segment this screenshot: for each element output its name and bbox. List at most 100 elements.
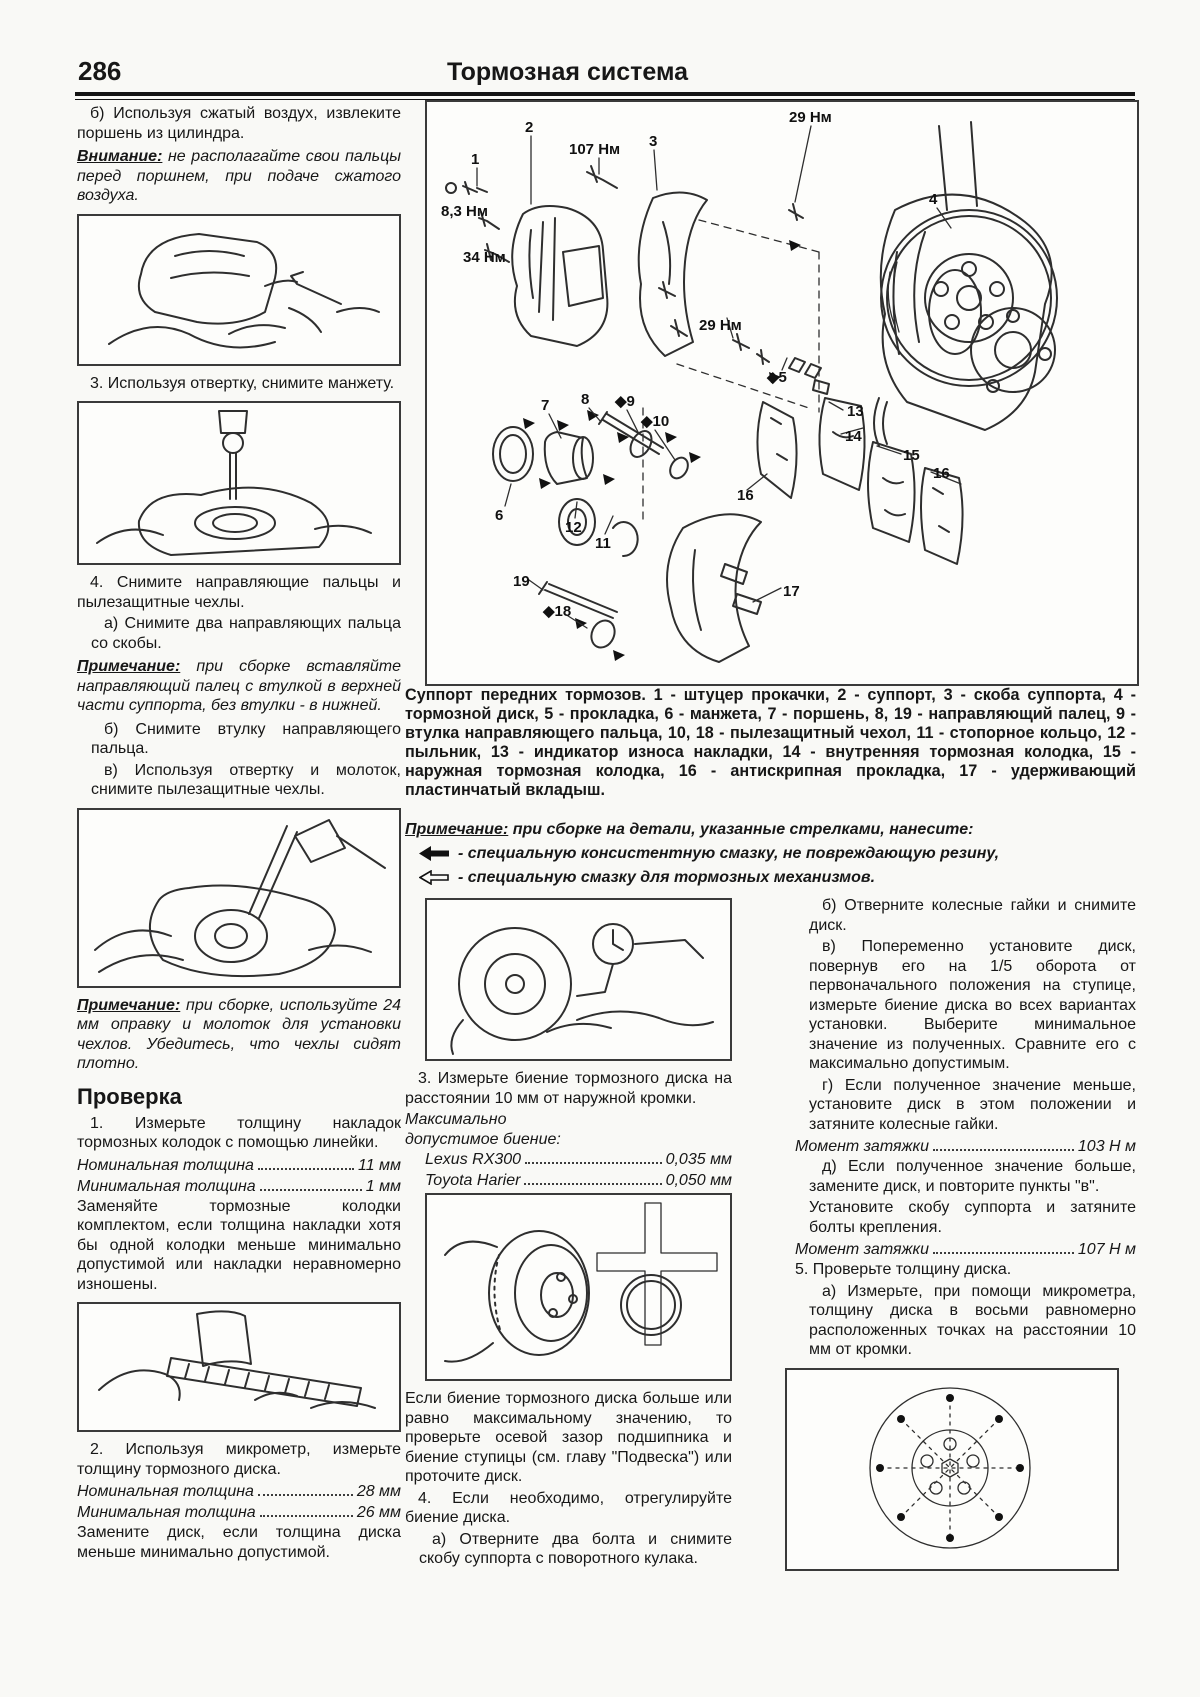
spec-label: Минимальная толщина (77, 1177, 256, 1195)
spec-label: Минимальная толщина (77, 1504, 256, 1521)
figure-pad-ruler (77, 1302, 401, 1432)
spec-label: Момент затяжки (795, 1138, 929, 1155)
note-text: при сборке, используйте 24 мм оправку и … (77, 996, 401, 1073)
torque-label: 29 Нм (789, 109, 832, 126)
spec-label: Toyota Harier (425, 1172, 521, 1189)
step-4c: в) Используя отвертку и молоток, снимите… (91, 761, 401, 799)
part-label: 11 (595, 535, 611, 552)
step-rb: б) Отверните колесные гайки и снимите ди… (809, 897, 1136, 934)
spec-disc-minimal: Минимальная толщина 26 мм (77, 1502, 401, 1523)
note-text: при сборке вставляйте направляющий палец… (77, 658, 401, 714)
torque-label: 8,3 Нм (441, 203, 488, 220)
spec-value: 26 мм (356, 1504, 401, 1521)
part-label: 4 (929, 191, 938, 208)
measure-dots (876, 1393, 1024, 1542)
step-rv: в) Попеременно установите диск, повернув… (809, 938, 1136, 1072)
note-label: Примечание: (405, 821, 509, 838)
step-3: 3. Используя отвертку, снимите манжету. (90, 374, 395, 392)
part-label: 8 (581, 391, 589, 408)
dot-leader (257, 1494, 353, 1496)
torque-label: 29 Нм (699, 317, 742, 334)
brake-disc-sketch (880, 209, 1058, 387)
note-text: при сборке на детали, указанные стрелкам… (512, 821, 974, 838)
dot-leader (259, 1188, 362, 1191)
bracket-pads-sketch (666, 379, 964, 663)
max-runout-line1: Максимально (405, 1111, 507, 1128)
spec-value: 0,035 мм (665, 1151, 732, 1168)
spec-torque-103: Момент затяжки 103 Н м (795, 1136, 1136, 1157)
part-number-labels: 1 2 107 Нм 3 29 Нм 8,3 Нм 34 Нм 29 Нм 4 … (441, 109, 950, 620)
dot-leader (932, 1252, 1074, 1254)
figure-hub-assembly (425, 1193, 732, 1381)
header-rule (75, 92, 1135, 100)
outline-arrow-icon (419, 869, 449, 885)
figure-compressed-air (77, 213, 401, 366)
warning-note: Внимание: не располагайте свои пальцы пе… (77, 147, 401, 206)
spec-lexus-runout: Lexus RX300 0,035 мм (405, 1149, 732, 1170)
compressed-air-sketch (108, 232, 380, 348)
diagram-caption: Суппорт передних тормозов. 1 - штуцер пр… (405, 686, 1136, 799)
step-b-air: б) Используя сжатый воздух, извлеките по… (77, 105, 401, 142)
check-2: 2. Используя микрометр, измерьте толщину… (77, 1441, 401, 1478)
spec-label: Номинальная толщина (77, 1156, 254, 1174)
step-4: 4. Снимите направляющие пальцы и пылезащ… (77, 574, 401, 611)
dot-leader (524, 1183, 662, 1185)
spec-value: 28 мм (356, 1483, 401, 1500)
hammer-sketch (94, 818, 386, 977)
right-column: б) Отверните колесные гайки и снимите ди… (785, 896, 1136, 1579)
note-label: Примечание: (77, 996, 181, 1014)
step-rd: д) Если полученное значение больше, заме… (809, 1158, 1136, 1195)
part-label: 7 (541, 397, 549, 414)
spec-pad-nominal: Номинальная толщина 11 мм (77, 1155, 401, 1176)
warning-text: не располагайте свои пальцы перед поршне… (77, 148, 401, 204)
spec-label: Lexus RX300 (425, 1151, 522, 1168)
part-label: 16 (933, 465, 950, 482)
diagram-note: Примечание: при сборке на детали, указан… (405, 820, 1136, 891)
note-label: Примечание: (77, 658, 181, 675)
spec-value: 107 Н м (1077, 1241, 1136, 1258)
part-label: 16 (737, 487, 754, 504)
step-r5a: а) Измерьте, при помощи микрометра, толщ… (809, 1282, 1136, 1359)
part-label: 1 (471, 151, 479, 168)
figure-hammer-boot (77, 807, 401, 988)
runout-conclusion: Если биение тормозного диска больше или … (405, 1390, 732, 1485)
spec-value: 11 мм (358, 1156, 401, 1174)
knuckle-hub-sketch (732, 121, 1056, 447)
step-m4a: а) Отверните два болта и снимите скобу с… (419, 1530, 732, 1568)
leader-lines (476, 125, 962, 629)
seals-pistons-sketch (492, 411, 689, 649)
solid-arrow-icon (419, 845, 449, 861)
spec-label: Номинальная толщина (77, 1483, 254, 1500)
hub-assembly-sketch (444, 1202, 718, 1363)
step-r5: 5. Проверьте толщину диска. (795, 1261, 1012, 1278)
max-runout-line2: допустимое биение: (405, 1130, 561, 1148)
part-label: ◆5 (766, 369, 787, 386)
part-label: 2 (525, 119, 533, 136)
spec-value: 1 мм (365, 1177, 401, 1195)
step-4a: а) Снимите два направляющих пальца со ск… (91, 615, 401, 652)
page-number: 286 (78, 56, 122, 86)
spec-pad-minimal: Минимальная толщина 1 мм (77, 1176, 401, 1197)
part-label: 3 (649, 133, 657, 150)
legend-text: - специальную консистентную смазку, не п… (458, 844, 1000, 862)
disc-measure-points-sketch (869, 1386, 1031, 1549)
diagram-note-line: Примечание: при сборке на детали, указан… (405, 820, 1136, 840)
spec-disc-nominal: Номинальная толщина 28 мм (77, 1481, 401, 1502)
pad-ruler-sketch (98, 1310, 376, 1409)
spec-value: 103 Н м (1077, 1138, 1136, 1155)
part-label: 19 (513, 573, 530, 590)
figure-screwdriver-seal (77, 401, 401, 565)
spec-toyota-runout: Toyota Harier 0,050 мм (405, 1170, 732, 1191)
dot-leader (525, 1162, 662, 1164)
left-column: б) Используя сжатый воздух, извлеките по… (77, 104, 401, 1564)
torque-label: 34 Нм (463, 249, 506, 266)
spec-value: 0,050 мм (665, 1172, 732, 1189)
step-m3: 3. Измерьте биение тормозного диска на р… (405, 1070, 732, 1107)
dot-leader (257, 1167, 354, 1170)
legend-outline-arrow: - специальную смазку для тормозных механ… (419, 867, 1136, 888)
front-caliper-exploded-sketch: 1 2 107 Нм 3 29 Нм 8,3 Нм 34 Нм 29 Нм 4 … (441, 109, 1058, 663)
screwdriver-sketch (96, 410, 372, 556)
part-label: ◆18 (542, 603, 571, 620)
